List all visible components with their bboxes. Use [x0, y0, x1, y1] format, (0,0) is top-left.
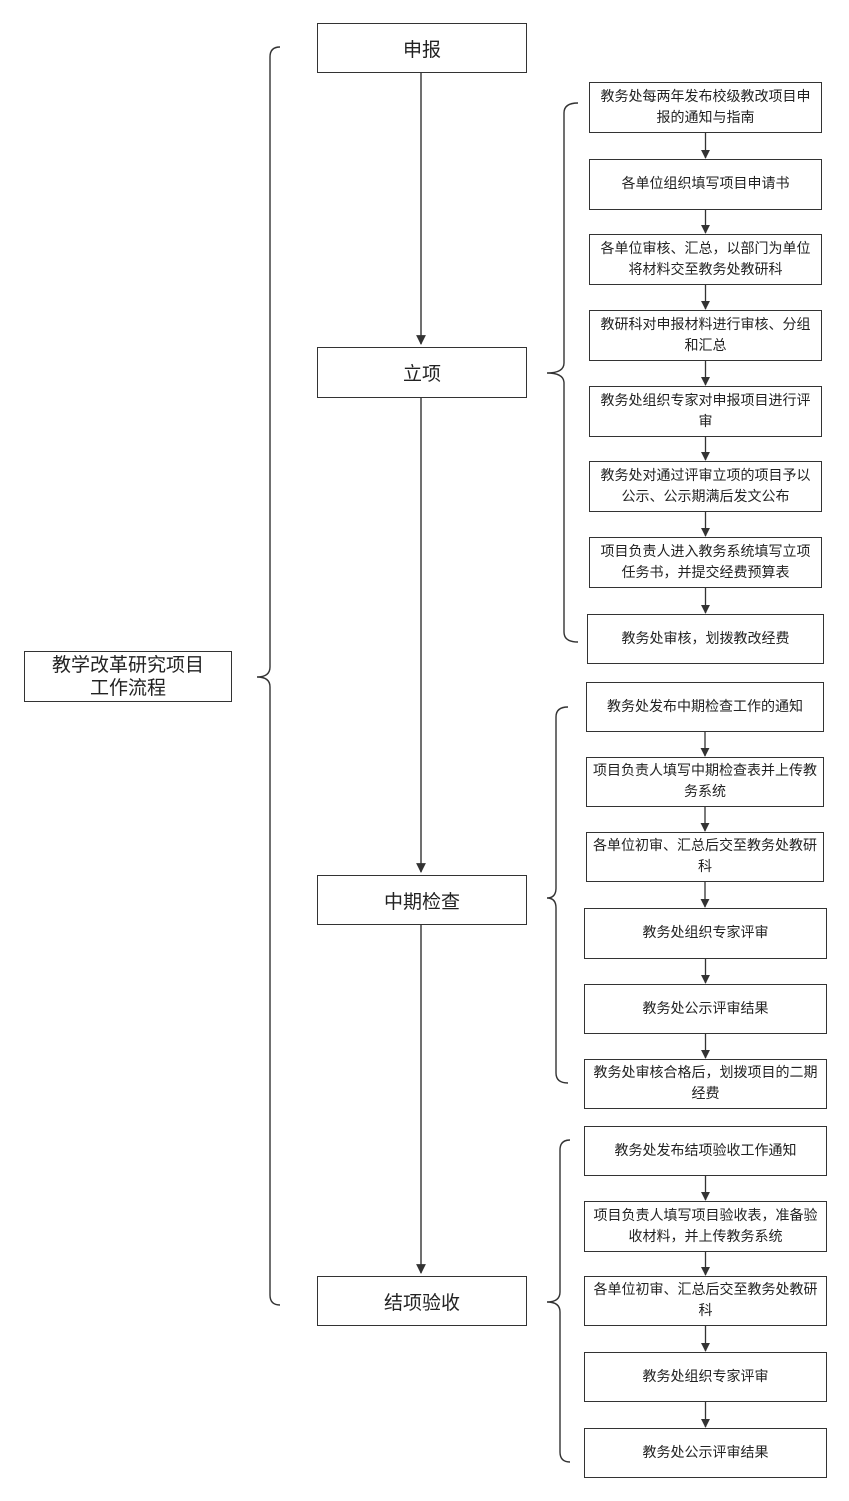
stage-label: 申报	[402, 38, 441, 61]
root-title-line-1: 教学改革研究项目	[51, 653, 204, 676]
stage-node-completion: 结项验收	[317, 1276, 527, 1326]
group-brace-1	[546, 102, 579, 643]
group-brace-2	[546, 706, 569, 1084]
step-node: 项目负责人进入教务系统填写立项任务书，并提交经费预算表	[589, 537, 822, 588]
step-node: 教务处组织专家评审	[584, 908, 827, 959]
step-node: 各单位组织填写项目申请书	[589, 159, 822, 210]
step-node: 教务处组织专家对申报项目进行评审	[589, 386, 822, 437]
step-node: 教务处公示评审结果	[584, 984, 827, 1034]
step-node: 各单位初审、汇总后交至教务处教研科	[586, 832, 824, 882]
step-node: 教务处对通过评审立项的项目予以公示、公示期满后发文公布	[589, 461, 822, 512]
step-node: 各单位初审、汇总后交至教务处教研科	[584, 1276, 827, 1326]
step-node: 教务处发布中期检查工作的通知	[586, 682, 824, 732]
step-node: 教务处每两年发布校级教改项目申报的通知与指南	[589, 82, 822, 133]
step-node: 项目负责人填写中期检查表并上传教务系统	[586, 757, 824, 807]
step-node: 各单位审核、汇总，以部门为单位将材料交至教务处教研科	[589, 234, 822, 285]
root-brace	[256, 46, 281, 1306]
root-node: 教学改革研究项目 工作流程	[24, 651, 232, 702]
step-node: 项目负责人填写项目验收表，准备验收材料，并上传教务系统	[584, 1201, 827, 1252]
stage-node-midterm: 中期检查	[317, 875, 527, 925]
step-node: 教务处组织专家评审	[584, 1352, 827, 1402]
stage-node-apply: 申报	[317, 23, 527, 73]
stage-label: 立项	[402, 363, 441, 385]
step-node: 教务处发布结项验收工作通知	[584, 1126, 827, 1176]
group-brace-3	[546, 1139, 571, 1463]
step-node: 教研科对申报材料进行审核、分组和汇总	[589, 310, 822, 361]
stage-node-approval: 立项	[317, 347, 527, 398]
stage-label: 中期检查	[383, 890, 460, 913]
step-node: 教务处审核，划拨教改经费	[587, 614, 824, 664]
step-node: 教务处公示评审结果	[584, 1428, 827, 1478]
step-node: 教务处审核合格后，划拨项目的二期经费	[584, 1059, 827, 1109]
root-title-line-2: 工作流程	[89, 676, 166, 699]
stage-label: 结项验收	[383, 1291, 460, 1314]
